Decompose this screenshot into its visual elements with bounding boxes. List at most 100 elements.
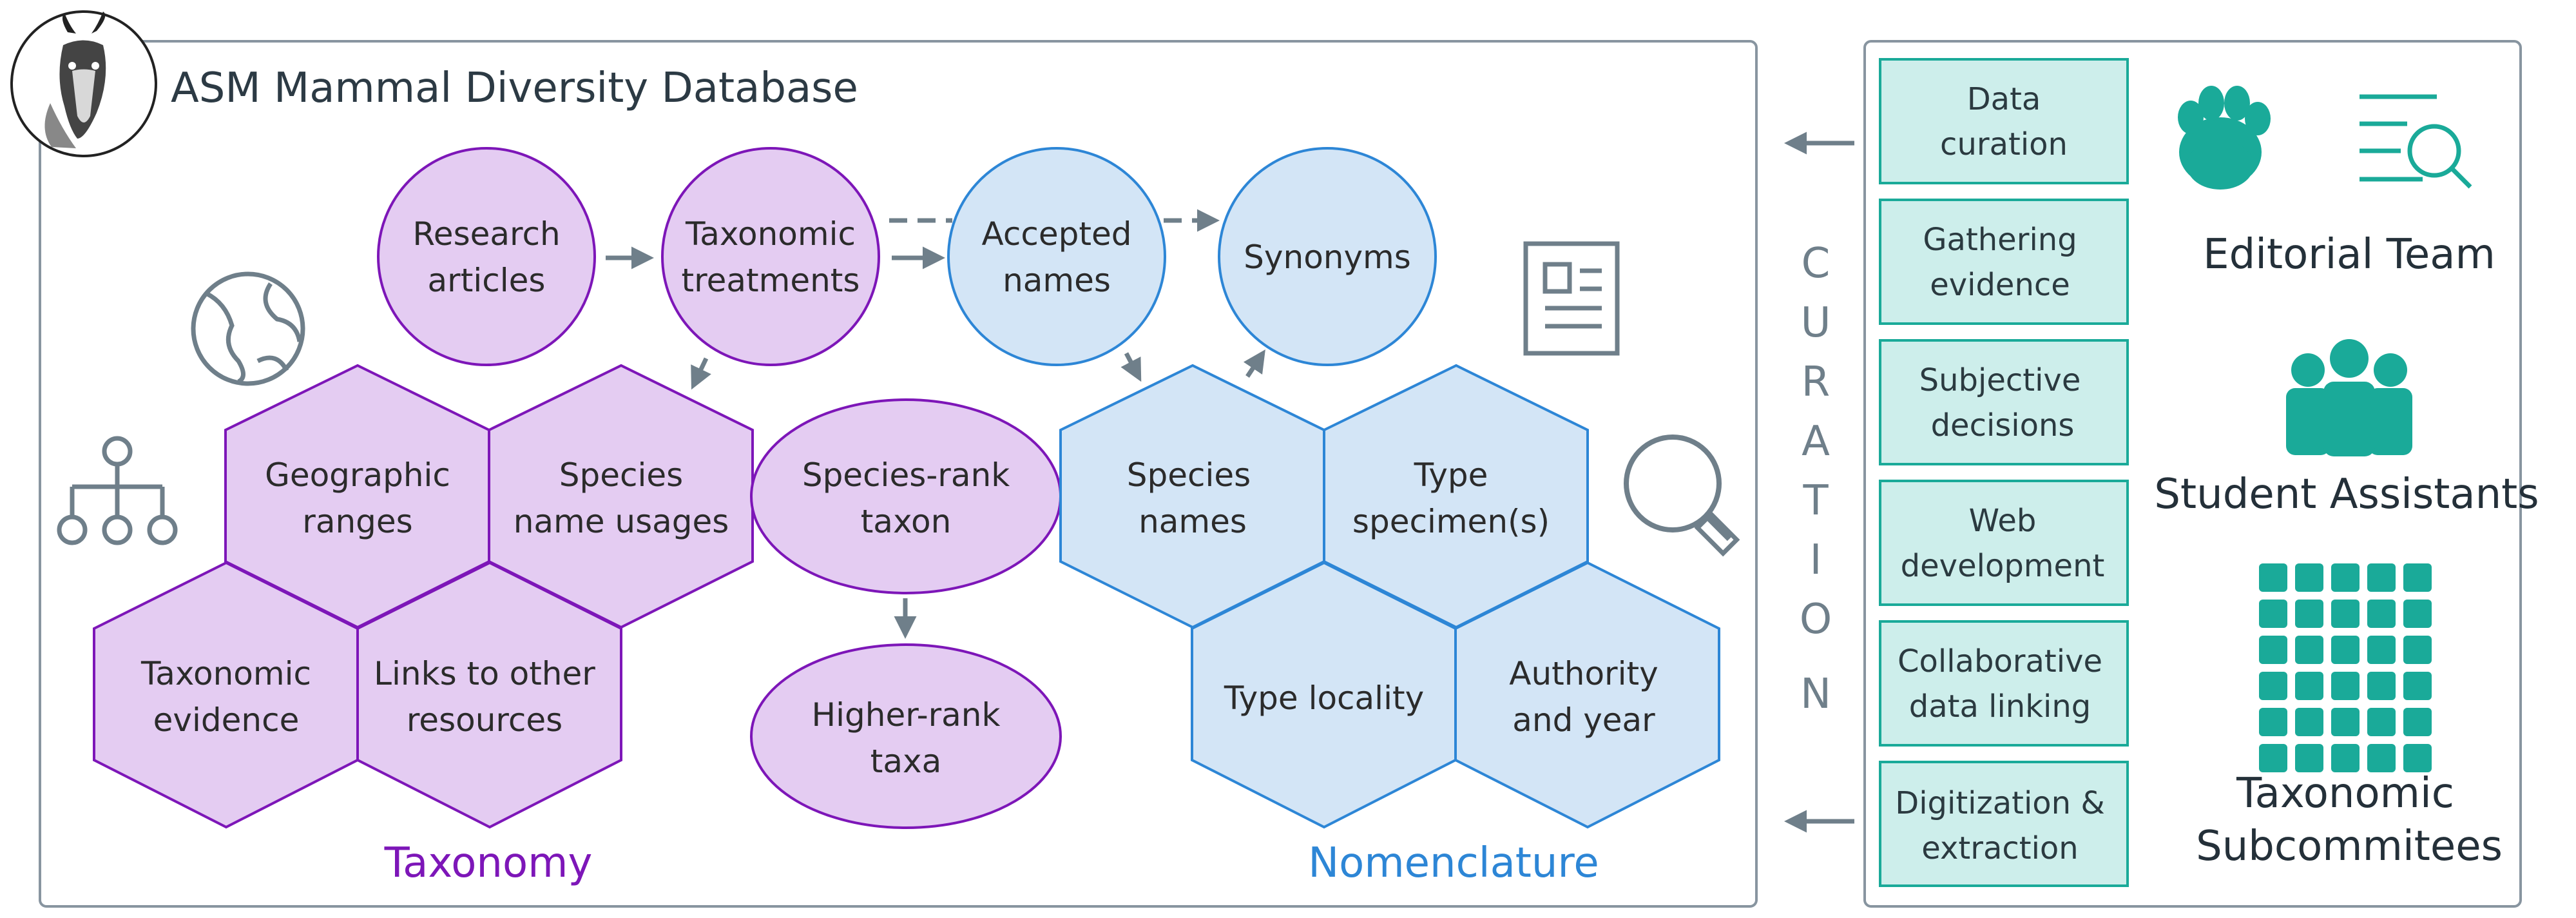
grid-cell bbox=[2367, 600, 2396, 628]
svg-text:Links to other: Links to other bbox=[374, 655, 595, 692]
svg-text:Geographic: Geographic bbox=[265, 456, 450, 494]
node-research-articles: Research articles bbox=[377, 147, 596, 366]
team-students: Student Assistants bbox=[2154, 471, 2539, 518]
hierarchy-icon bbox=[57, 436, 178, 545]
svg-text:resources: resources bbox=[407, 701, 562, 739]
grid-cell bbox=[2331, 600, 2360, 628]
grid-cell bbox=[2331, 563, 2360, 592]
list-search-icon bbox=[2360, 94, 2472, 189]
section-taxonomy: Taxonomy bbox=[384, 839, 593, 887]
team-editorial: Editorial Team bbox=[2203, 231, 2495, 278]
hex-authority-and-year: Authority and year bbox=[1454, 561, 1720, 829]
svg-text:A: A bbox=[1802, 418, 1830, 465]
svg-text:Research: Research bbox=[412, 215, 560, 253]
grid-cell bbox=[2295, 708, 2323, 736]
svg-text:and year: and year bbox=[1512, 701, 1655, 739]
grid-cell bbox=[2259, 744, 2287, 772]
svg-text:names: names bbox=[1003, 262, 1111, 299]
svg-text:name usages: name usages bbox=[514, 503, 729, 540]
task-collaborative-data-linking: Collaborative data linking bbox=[1879, 620, 2129, 747]
grid-cell bbox=[2295, 563, 2323, 592]
svg-text:Taxonomic: Taxonomic bbox=[140, 655, 311, 692]
page-title: ASM Mammal Diversity Database bbox=[171, 64, 858, 112]
svg-text:specimen(s): specimen(s) bbox=[1352, 503, 1550, 540]
task-web-development: Web development bbox=[1879, 480, 2129, 606]
svg-text:Species-rank: Species-rank bbox=[802, 456, 1010, 494]
svg-text:U: U bbox=[1801, 299, 1831, 347]
svg-text:Web: Web bbox=[1969, 503, 2037, 539]
grid-cell bbox=[2331, 708, 2360, 736]
hex-species-names: Species names bbox=[1059, 364, 1325, 629]
svg-text:Taxonomic: Taxonomic bbox=[685, 215, 856, 253]
svg-text:Authority: Authority bbox=[1509, 655, 1658, 692]
grid-cell bbox=[2403, 708, 2432, 736]
svg-text:T: T bbox=[1802, 477, 1829, 525]
svg-text:taxa: taxa bbox=[870, 743, 941, 780]
svg-text:Synonyms: Synonyms bbox=[1244, 239, 1411, 276]
grid-cell bbox=[2295, 600, 2323, 628]
grid-cell bbox=[2331, 672, 2360, 700]
hex-species-name-usages: Species name usages bbox=[488, 364, 754, 629]
svg-text:development: development bbox=[1901, 548, 2105, 584]
svg-text:Subjective: Subjective bbox=[1919, 362, 2081, 398]
grid-cell bbox=[2295, 672, 2323, 700]
grid-cell bbox=[2295, 744, 2323, 772]
node-species-rank-taxon: Species-rank taxon bbox=[750, 398, 1062, 594]
hex-type-specimens: Type specimen(s) bbox=[1323, 364, 1589, 629]
svg-text:taxon: taxon bbox=[861, 503, 952, 540]
document-icon bbox=[1523, 241, 1620, 356]
svg-text:Type: Type bbox=[1414, 456, 1488, 494]
svg-text:I: I bbox=[1810, 536, 1822, 584]
grid-cell bbox=[2295, 636, 2323, 664]
svg-text:Collaborative: Collaborative bbox=[1898, 643, 2102, 679]
svg-text:extraction: extraction bbox=[1921, 830, 2078, 866]
task-data-curation: Data curation bbox=[1879, 58, 2129, 184]
grid-cell bbox=[2367, 708, 2396, 736]
grid-cell bbox=[2403, 672, 2432, 700]
node-synonyms: Synonyms bbox=[1218, 147, 1437, 366]
task-subjective-decisions: Subjective decisions bbox=[1879, 339, 2129, 465]
grid-cell bbox=[2403, 636, 2432, 664]
grid-cell bbox=[2367, 563, 2396, 592]
node-higher-rank-taxa: Higher-rank taxa bbox=[750, 643, 1062, 829]
node-taxonomic-treatments: Taxonomic treatments bbox=[661, 147, 880, 366]
svg-text:decisions: decisions bbox=[1931, 407, 2075, 444]
hex-geographic-ranges: Geographic ranges bbox=[224, 364, 490, 629]
hex-links-to-other-resources: Links to other resources bbox=[356, 561, 622, 829]
connectors bbox=[606, 132, 1854, 833]
grid-cell bbox=[2259, 672, 2287, 700]
grid-cell bbox=[2331, 636, 2360, 664]
curation-label: C U R A T I O N bbox=[1800, 240, 1832, 718]
svg-text:treatments: treatments bbox=[682, 262, 860, 299]
svg-text:Species: Species bbox=[559, 456, 683, 494]
svg-text:evidence: evidence bbox=[1930, 267, 2070, 303]
grid-cell bbox=[2367, 744, 2396, 772]
grid-icon bbox=[2259, 563, 2432, 772]
task-digitization-extraction: Digitization & extraction bbox=[1879, 761, 2129, 887]
node-accepted-names: Accepted names bbox=[947, 147, 1166, 366]
hex-taxonomic-evidence: Taxonomic evidence bbox=[93, 561, 359, 829]
svg-text:N: N bbox=[1800, 670, 1831, 718]
svg-text:Type locality: Type locality bbox=[1224, 679, 1424, 717]
team-subcommittees-line2: Subcommitees bbox=[2196, 823, 2503, 870]
grid-cell bbox=[2259, 600, 2287, 628]
svg-text:Higher-rank: Higher-rank bbox=[812, 696, 1001, 734]
team-subcommittees-line1: Taxonomic bbox=[2236, 770, 2454, 817]
grid-cell bbox=[2403, 600, 2432, 628]
svg-text:Gathering: Gathering bbox=[1923, 222, 2077, 258]
grid-cell bbox=[2367, 672, 2396, 700]
grid-cell bbox=[2403, 563, 2432, 592]
svg-text:Accepted: Accepted bbox=[982, 215, 1132, 253]
grid-cell bbox=[2259, 636, 2287, 664]
svg-text:ranges: ranges bbox=[302, 503, 412, 540]
svg-text:evidence: evidence bbox=[153, 701, 300, 739]
svg-text:curation: curation bbox=[1940, 126, 2068, 162]
svg-text:articles: articles bbox=[428, 262, 546, 299]
globe-icon bbox=[191, 271, 305, 386]
svg-text:Species: Species bbox=[1127, 456, 1251, 494]
svg-text:Digitization &: Digitization & bbox=[1895, 785, 2105, 821]
svg-text:R: R bbox=[1802, 358, 1830, 406]
magnifier-icon bbox=[1624, 435, 1740, 557]
grid-cell bbox=[2259, 563, 2287, 592]
